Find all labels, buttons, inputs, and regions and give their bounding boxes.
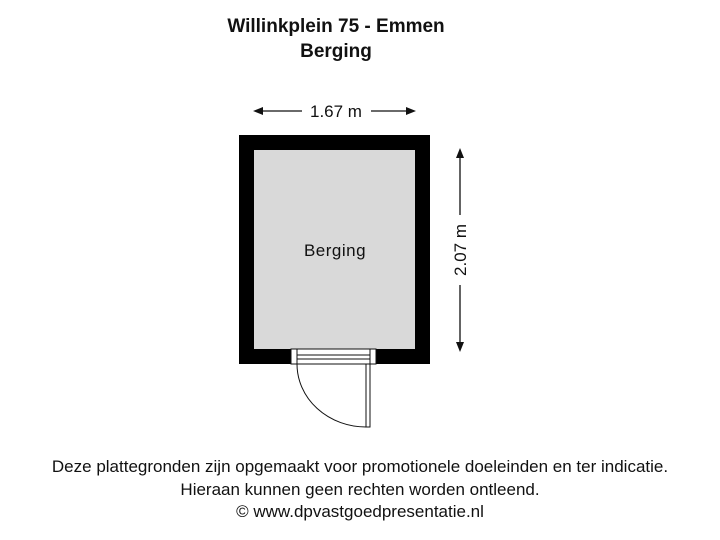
copyright-link[interactable]: © www.dpvastgoedpresentatie.nl: [236, 502, 484, 521]
plan-address-title: Willinkplein 75 - Emmen: [227, 16, 445, 37]
height-arrow-top: [456, 148, 464, 158]
height-dimension-label: 2.07 m: [451, 224, 470, 276]
door-leaf: [365, 363, 371, 428]
width-arrow-right: [406, 107, 416, 115]
door-swing-arc: [296, 363, 367, 428]
door-frame: [290, 348, 377, 365]
plan-floor-title: Berging: [300, 41, 372, 62]
height-arrow-bottom: [456, 342, 464, 352]
room-label: Berging: [304, 241, 366, 260]
room-floor: [254, 150, 415, 349]
width-arrow-left: [253, 107, 263, 115]
disclaimer-line-1: Deze plattegronden zijn opgemaakt voor p…: [51, 457, 669, 476]
disclaimer-line-2: Hieraan kunnen geen rechten worden ontle…: [180, 480, 540, 499]
width-dimension-label: 1.67 m: [310, 102, 362, 121]
